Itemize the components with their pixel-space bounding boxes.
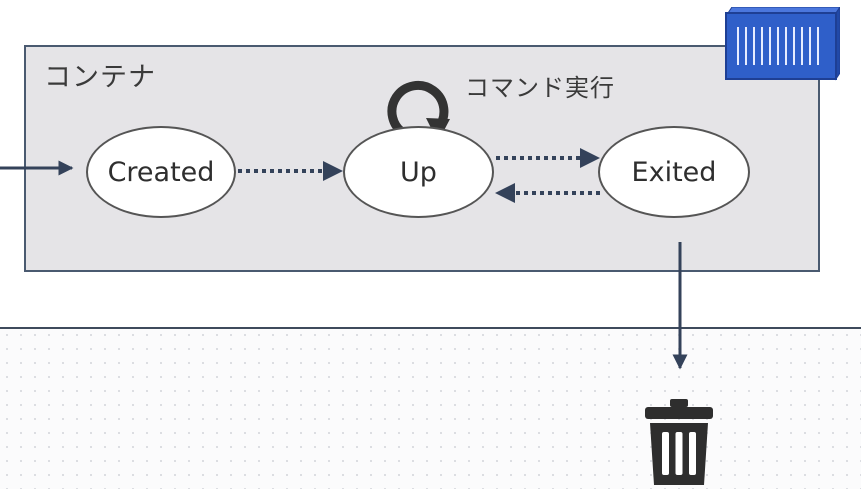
state-exited-label: Exited	[631, 156, 717, 188]
loop-label: コマンド実行	[465, 74, 615, 102]
state-created-label: Created	[107, 156, 215, 188]
divider-line	[0, 327, 861, 329]
state-created: Created	[86, 126, 236, 218]
state-up: Up	[343, 126, 494, 218]
lower-area	[0, 328, 861, 489]
trash-can-icon	[645, 399, 713, 485]
container-label: コンテナ	[44, 62, 156, 93]
state-exited: Exited	[598, 126, 750, 218]
state-up-label: Up	[400, 156, 437, 188]
shipping-container-icon	[725, 7, 840, 81]
